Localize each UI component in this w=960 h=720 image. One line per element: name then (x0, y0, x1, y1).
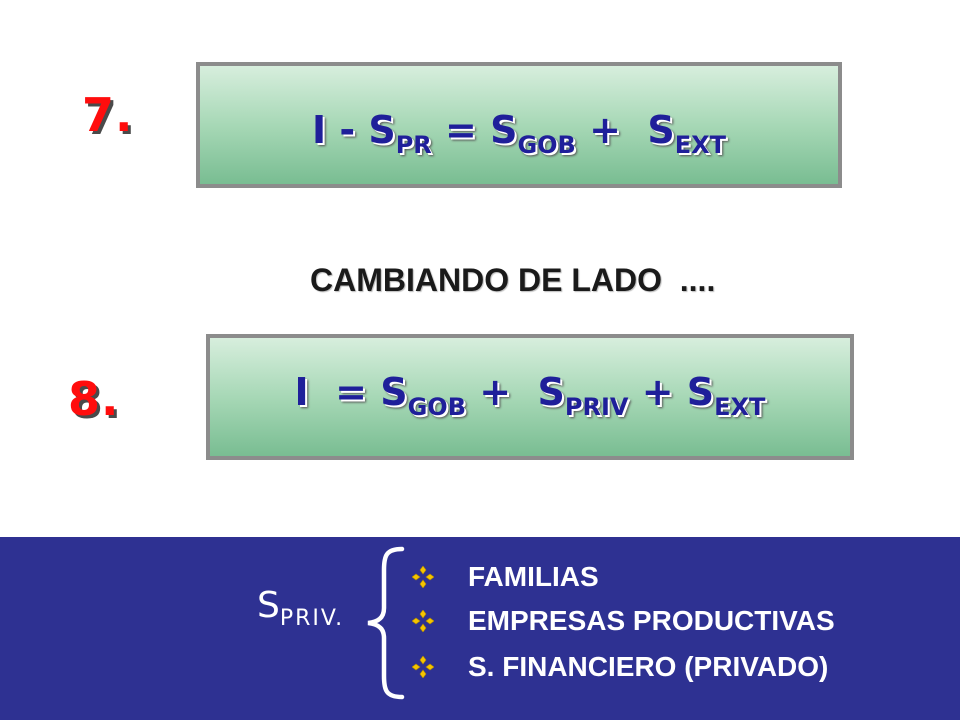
step-8-number: 8. (68, 372, 120, 426)
equation-8: I = SGOB + SPRIV + SEXT (294, 370, 766, 421)
subtitle: CAMBIANDO DE LADO .... (310, 262, 716, 298)
step-7-number: 7. (82, 88, 134, 142)
list-item-label: S. FINANCIERO (PRIVADO) (468, 651, 829, 682)
equation-8-box: I = SGOB + SPRIV + SEXT (206, 334, 854, 460)
diamond-bullet-icon (412, 656, 434, 678)
equation-7-box: I - SPR = SGOB + SEXT (196, 62, 842, 188)
list-item-label: EMPRESAS PRODUCTIVAS (468, 605, 835, 636)
list-item-label: FAMILIAS (468, 561, 599, 592)
diamond-bullet-icon (412, 610, 434, 632)
list-item: EMPRESAS PRODUCTIVAS (412, 601, 835, 641)
equation-7: I - SPR = SGOB + SEXT (311, 108, 727, 159)
private-savings-panel (0, 537, 960, 720)
list-item: FAMILIAS (412, 557, 599, 597)
private-savings-symbol: SPRIV. (257, 585, 345, 631)
diamond-bullet-icon (412, 566, 434, 588)
list-item: S. FINANCIERO (PRIVADO) (412, 647, 828, 687)
curly-brace-icon (367, 546, 405, 700)
